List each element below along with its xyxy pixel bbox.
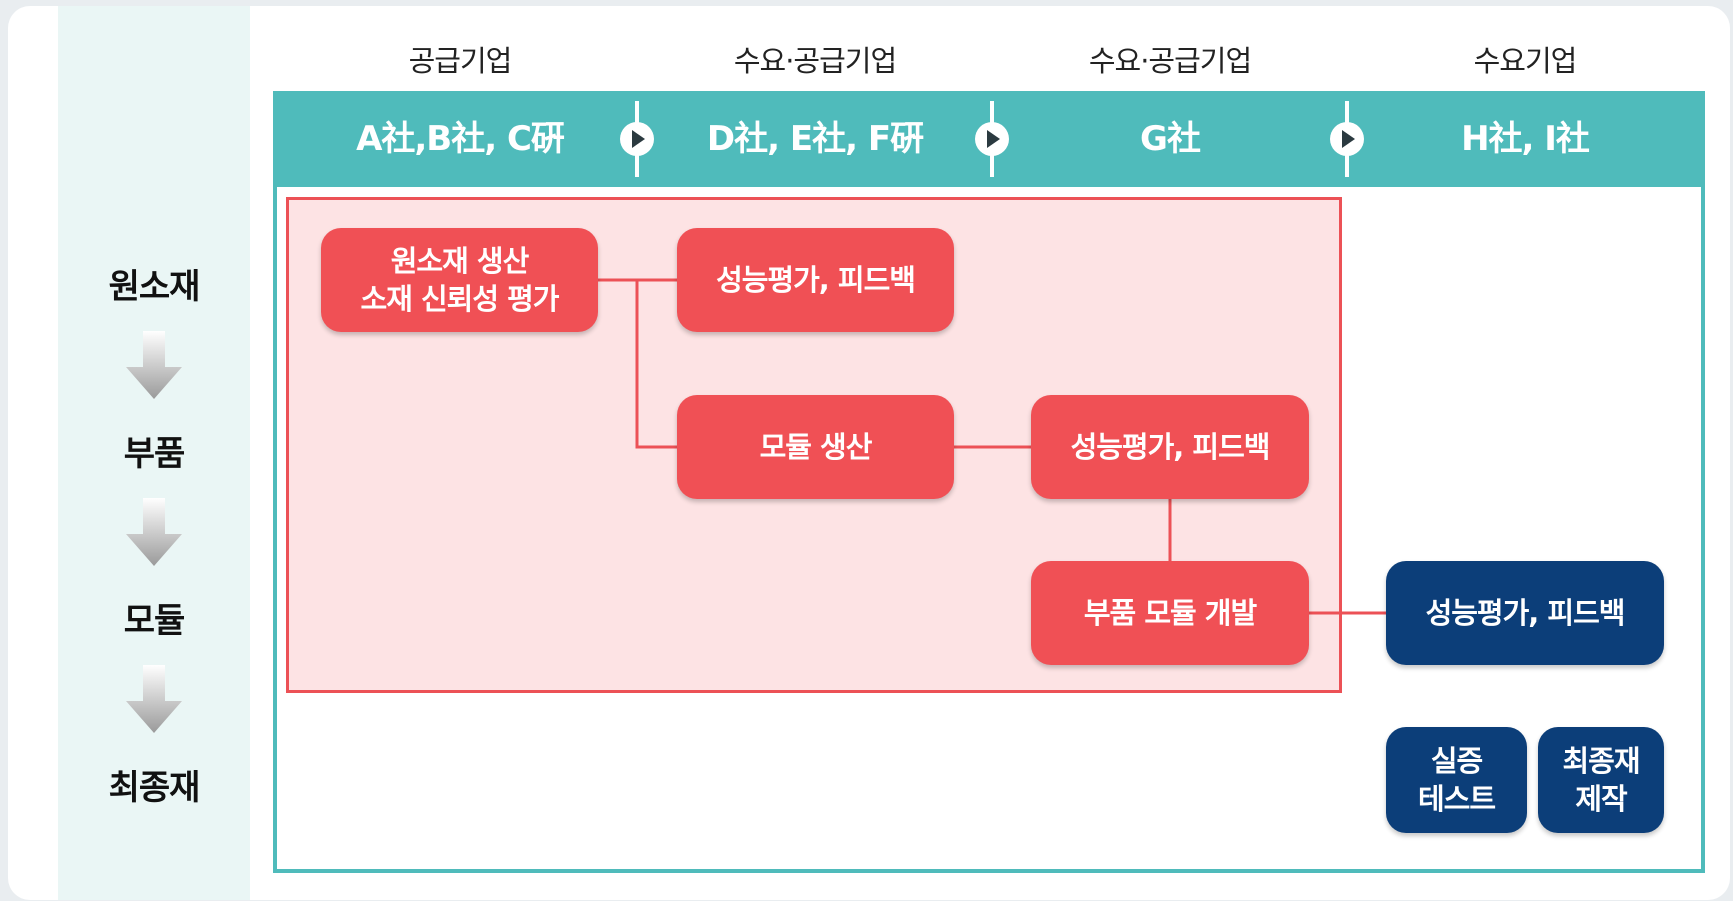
down-arrow-icon bbox=[126, 665, 182, 733]
company-group-2: D社, E社, F硏 bbox=[706, 119, 924, 159]
performance-eval-box-1: 성능평가, 피드백 bbox=[677, 228, 954, 332]
play-arrow-icon bbox=[1330, 101, 1364, 177]
stage-final-product: 최종재 bbox=[108, 768, 201, 808]
down-arrow-icon bbox=[126, 331, 182, 399]
box-line: 테스트 bbox=[1417, 782, 1496, 816]
box-label: 부품 모듈 개발 bbox=[1083, 596, 1257, 630]
demo-test-box: 실증 테스트 bbox=[1386, 727, 1527, 833]
box-label: 성능평가, 피드백 bbox=[1070, 430, 1271, 464]
parts-module-dev-box: 부품 모듈 개발 bbox=[1031, 561, 1309, 665]
play-arrow-icon bbox=[620, 101, 654, 177]
role-demander: 수요기업 bbox=[1473, 44, 1578, 78]
company-group-3: G社 bbox=[1140, 119, 1201, 159]
company-group-4: H社, I社 bbox=[1461, 119, 1590, 159]
raw-material-production-box: 원소재 생산 소재 신뢰성 평가 bbox=[321, 228, 598, 332]
module-production-box: 모듈 생산 bbox=[677, 395, 954, 499]
box-line: 최종재 bbox=[1562, 744, 1640, 778]
stage-parts: 부품 bbox=[123, 434, 186, 474]
down-arrow-icon bbox=[126, 498, 182, 566]
final-product-box: 최종재 제작 bbox=[1538, 727, 1664, 833]
play-arrow-icon bbox=[975, 101, 1009, 177]
performance-eval-box-3: 성능평가, 피드백 bbox=[1386, 561, 1664, 665]
role-supplier: 공급기업 bbox=[408, 44, 513, 78]
box-line: 원소재 생산 bbox=[390, 244, 529, 278]
stage-column: 원소재 부품 모듈 최종재 bbox=[58, 6, 250, 900]
box-label: 성능평가, 피드백 bbox=[716, 263, 916, 297]
company-band: A社,B社, C硏 D社, E社, F硏 G社 H社, I社 bbox=[273, 91, 1705, 187]
performance-eval-box-2: 성능평가, 피드백 bbox=[1031, 395, 1309, 499]
role-demand-supplier: 수요·공급기업 bbox=[1088, 44, 1252, 78]
role-demand-supplier: 수요·공급기업 bbox=[733, 44, 897, 78]
box-label: 모듈 생산 bbox=[759, 430, 873, 464]
box-line: 소재 신뢰성 평가 bbox=[360, 282, 560, 316]
box-label: 성능평가, 피드백 bbox=[1425, 596, 1626, 630]
box-line: 제작 bbox=[1575, 782, 1627, 816]
stage-raw-material: 원소재 bbox=[108, 267, 201, 307]
box-line: 실증 bbox=[1430, 744, 1483, 778]
stage-module: 모듈 bbox=[123, 601, 186, 641]
company-group-1: A社,B社, C硏 bbox=[356, 119, 565, 159]
